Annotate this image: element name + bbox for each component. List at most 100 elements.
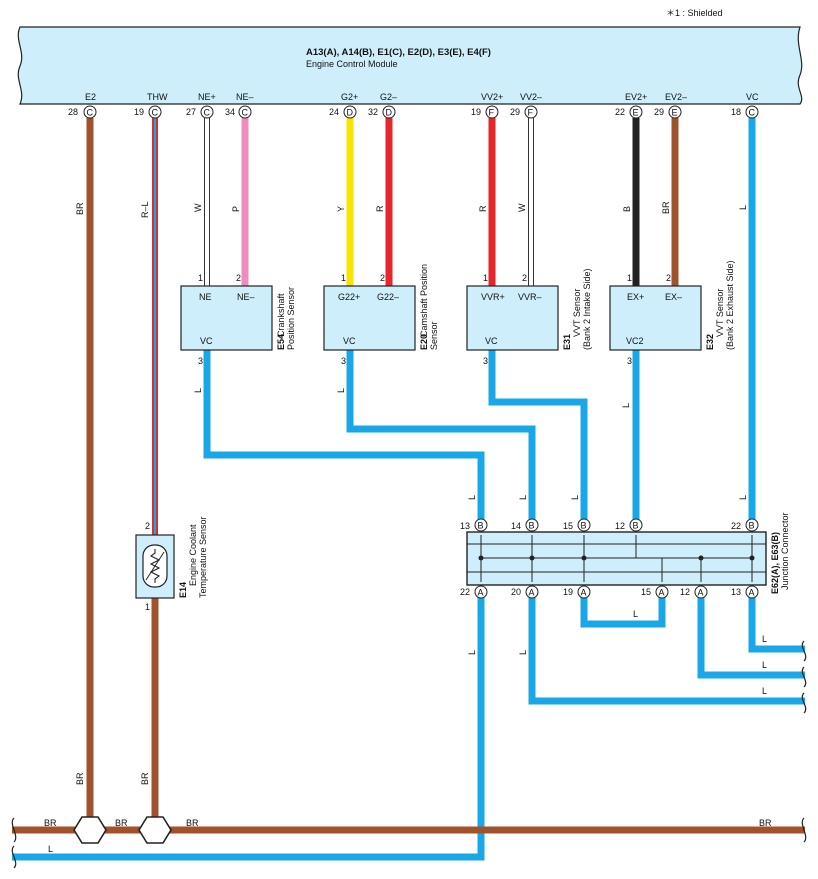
ecm-pin-vc: VC [746, 92, 759, 102]
wire-code: L [762, 686, 767, 696]
ecm-pin-num: 29 [510, 107, 520, 117]
sensor-pin-num: 2 [666, 273, 671, 283]
wire-code: L [48, 844, 53, 854]
ecm-pin-terminals: 28 C 19 C 27 C 34 C 24 D 32 D 19 F 29 F … [68, 105, 759, 119]
wire-code: B [622, 206, 632, 212]
junction-pin-num: 14 [511, 521, 521, 531]
sensor-pin-num: 3 [198, 356, 203, 366]
sensor-e20: 1 2 G22+ G22– VC 3 E20 Camshaft Position… [323, 264, 439, 366]
ecm-pin-num: 32 [368, 107, 378, 117]
junction-pin-conn: B [478, 521, 484, 531]
ecm-pin-ne-plus: NE+ [198, 92, 216, 102]
junction-pin-num: 12 [680, 587, 690, 597]
sensor-e32: 1 2 EX+ EX– VC2 3 E32 VVT Sensor (Bank 2… [609, 260, 735, 366]
wire-code: BR [140, 772, 150, 785]
sensor-id: E31 [562, 334, 572, 350]
ecm-pin-num: 19 [134, 107, 144, 117]
wire-code: R [478, 205, 488, 212]
wire-code: L [762, 660, 767, 670]
sensor-pin-label: VC2 [626, 336, 644, 346]
wire-code: W [517, 203, 527, 212]
sensor-pin-label: NE [199, 292, 212, 302]
sensor-name2: Sensor [429, 321, 439, 350]
ecm-pin-labels: E2 THW NE+ NE– G2+ G2– VV2+ VV2– EV2+ EV… [85, 92, 759, 102]
sensor-id: E20 [419, 334, 429, 350]
wire-code: BR [75, 202, 85, 215]
junction-pin-conn: A [749, 588, 755, 598]
sensor-e31: 1 2 VVR+ VVR– VC 3 E31 VVT Sensor (Bank … [466, 268, 592, 366]
splice-right [138, 816, 172, 844]
sensor-pin-num: 3 [627, 356, 632, 366]
sensor-pin-label: G22+ [338, 292, 360, 302]
splice-left [73, 816, 107, 844]
ecm-pin-vv2-minus: VV2– [520, 92, 542, 102]
wire-code: R [375, 205, 385, 212]
wire-code-labels: BR R–L W P Y R R W B BR L L L L L L L L … [44, 201, 772, 854]
sensor-pin-num: 2 [522, 273, 527, 283]
ecm-pin-conn: F [528, 108, 534, 118]
ecm-pin-thw: THW [147, 92, 168, 102]
ecm-pin-ev2-plus: EV2+ [625, 92, 647, 102]
junction-pin-conn: A [698, 588, 704, 598]
sensor-name2: Temperature Sensor [198, 516, 208, 598]
sensor-pin-num: 1 [483, 273, 488, 283]
wire-code: BR [44, 818, 57, 828]
sensor-pin-label: NE– [237, 292, 255, 302]
ecm-pin-ne-minus: NE– [236, 92, 254, 102]
ecm-pin-conn: E [633, 108, 639, 118]
wire-code: L [570, 495, 580, 500]
sensor-e14: 2 1 E14 Engine Coolant Temperature Senso… [135, 516, 208, 612]
ecm-pin-conn: C [204, 108, 211, 118]
wire-j-a13 [748, 594, 805, 653]
sensor-id: E32 [705, 334, 715, 350]
ecm-pin-conn: E [672, 108, 678, 118]
sensor-pin-label: G22– [377, 292, 399, 302]
junction-pin-num: 19 [563, 587, 573, 597]
ecm-pin-num: 18 [731, 107, 741, 117]
sensor-pin-label: EX+ [627, 292, 644, 302]
junction-pin-num: 15 [641, 587, 651, 597]
sensor-name: Engine Coolant [188, 524, 198, 586]
ecm-pin-g2-plus: G2+ [341, 92, 358, 102]
junction-pin-conn: B [633, 521, 639, 531]
wire-code: L [336, 388, 346, 393]
sensor-pin-num: 2 [380, 273, 385, 283]
sensor-e54: 1 2 NE NE– VC 3 E54 Crankshaft Position … [180, 273, 296, 366]
junction-id: E62(A), E63(B) [770, 532, 780, 594]
wire-code: L [621, 403, 631, 408]
junction-pin-num: 15 [563, 521, 573, 531]
sensor-name2: Position Sensor [286, 287, 296, 350]
junction-pin-conn: A [659, 588, 665, 598]
sensor-pin-label: VC [200, 336, 213, 346]
junction-pin-conn: B [749, 521, 755, 531]
wire-code: BR [75, 772, 85, 785]
wire-code: R–L [140, 201, 150, 218]
sensor-pin-label: VVR– [518, 292, 542, 302]
sensor-name: VVT Sensor [715, 289, 725, 337]
ecm-pin-conn: F [489, 108, 495, 118]
sensor-name2: (Bank 2 Intake Side) [582, 268, 592, 350]
ecm-pin-conn: C [242, 108, 249, 118]
junction-pin-num: 13 [460, 521, 470, 531]
wire-code: P [231, 206, 241, 212]
junction-pin-conn: B [581, 521, 587, 531]
sensor-pin-num: 2 [145, 521, 150, 531]
wire-code: L [467, 650, 477, 655]
ecm-pin-num: 19 [471, 107, 481, 117]
wire-j-a20 [528, 594, 805, 705]
break-mark-right [801, 640, 807, 843]
wire-j-a19-a15 [580, 594, 666, 628]
junction-pin-conn: A [529, 588, 535, 598]
sensor-pin-num: 1 [341, 273, 346, 283]
ecm-pin-conn: C [152, 108, 159, 118]
junction-pin-conn: A [581, 588, 587, 598]
wire-code: L [518, 650, 528, 655]
ecm-pin-conn: D [386, 108, 393, 118]
wire-e20-vc [346, 350, 536, 524]
ecm-pin-num: 27 [186, 107, 196, 117]
wire-code: L [738, 205, 748, 210]
sensor-name: VVT Sensor [572, 289, 582, 337]
wire-e54-vc [203, 350, 485, 524]
ecm-name: Engine Control Module [306, 59, 398, 69]
wire-code: Y [336, 206, 346, 212]
